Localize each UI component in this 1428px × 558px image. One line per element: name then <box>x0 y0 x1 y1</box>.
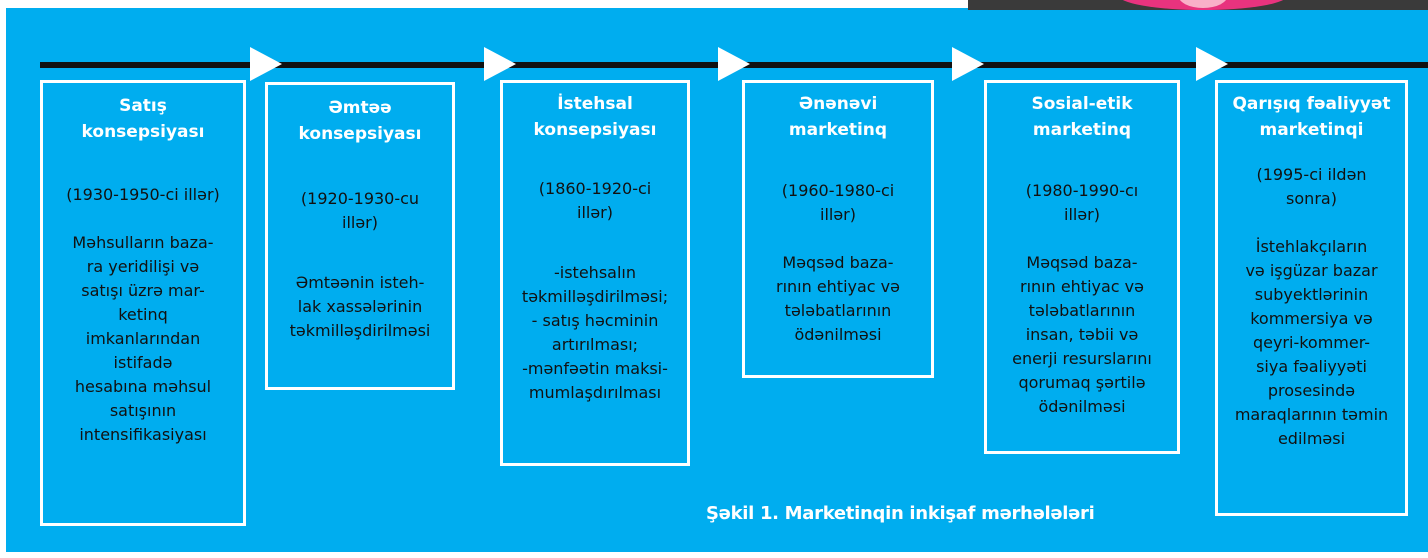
stage-period-line: sonra) <box>1286 189 1337 208</box>
stage-description-line: Əmtəənin isteh- <box>295 273 425 292</box>
stage-description-line: təkmilləşdirilməsi; <box>521 287 669 306</box>
stage-description-line: insan, təbii və <box>1025 325 1139 344</box>
stage-period-line: illər) <box>342 213 378 232</box>
stage-box: Əmtəə konsepsiyası (1920-1930-cu illər) Əmtə… <box>265 82 455 390</box>
stage-title-line: konsepsiyası <box>298 124 422 144</box>
timeline-arrow <box>250 47 282 81</box>
stage-description-line: kommersiya və <box>1250 309 1373 328</box>
stage-title: Əmtəə konsepsiyası <box>276 95 444 147</box>
stage-box: Qarışıq fəaliyyət marketinqi (1995-ci ildə… <box>1215 80 1408 516</box>
stage-description-line: İstehlakçıların <box>1255 237 1368 256</box>
stage-description-line: və işgüzar bazar <box>1245 261 1378 280</box>
stage-description-line: Məqsəd baza- <box>1026 253 1138 272</box>
stage-period-line: (1980-1990-cı <box>1025 181 1139 200</box>
stage-description-line: satışının <box>109 401 177 420</box>
timeline-arrow <box>484 47 516 81</box>
stage-description-line: intensifikasiyası <box>79 425 207 444</box>
stage-description-line: istifadə <box>113 353 173 372</box>
spacer <box>53 207 233 231</box>
spacer <box>1228 211 1395 235</box>
stage-body: (1995-ci ildən sonra) İstehlakçıların və iş… <box>1228 163 1395 451</box>
stage-description-line: tələbatlarının <box>1028 301 1136 320</box>
stage-period-line: illər) <box>820 205 856 224</box>
stage-description-line: -istehsalın <box>554 263 636 282</box>
stage-body: (1860-1920-ci illər) -istehsalın təkmilləşd… <box>513 177 677 405</box>
stage-description-line: prosesində <box>1267 381 1356 400</box>
stage-title-line: Sosial-etik <box>1031 94 1133 114</box>
stage-title: Ənənəvi marketinq <box>753 91 923 143</box>
stage-description-line: artırılması; <box>551 335 639 354</box>
stage-description-line: rının ehtiyac və <box>775 277 900 296</box>
stage-description-line: siya fəaliyyəti <box>1256 357 1367 376</box>
stage-box: Satış konsepsiyası (1930-1950-ci illər) Məh… <box>40 80 246 526</box>
stage-title-line: Əmtəə <box>328 98 392 118</box>
stage-description-line: enerji resurslarını <box>1012 349 1152 368</box>
stage-period-line: (1930-1950-ci illər) <box>66 185 220 204</box>
stage-title-line: marketinq <box>788 120 888 140</box>
stage-box: İstehsal konsepsiyası (1860-1920-ci illər) -… <box>500 80 690 466</box>
stage-description-line: hesabına məhsul <box>74 377 212 396</box>
stage-description-line: təkmilləşdirilməsi <box>289 321 431 340</box>
stage-title: Sosial-etik marketinq <box>995 91 1169 143</box>
stage-description-line: satışı üzrə mar- <box>81 281 205 300</box>
stage-description-line: ketinq <box>118 305 168 324</box>
stage-description-line: Məhsulların baza- <box>72 233 214 252</box>
stage-body: (1980-1990-cı illər) Məqsəd baza-rının eht… <box>997 179 1167 419</box>
stage-title-line: konsepsiyası <box>81 122 205 142</box>
timeline-arrow <box>952 47 984 81</box>
stage-description-line: - satış həcminin <box>531 311 659 330</box>
stage-period-line: (1995-ci ildən <box>1256 165 1367 184</box>
stage-title-line: Satış <box>119 96 167 116</box>
stage-description-line: edilməsi <box>1277 429 1346 448</box>
spacer <box>997 227 1167 251</box>
stage-description-line: maraqlarının təmin <box>1234 405 1389 424</box>
stage-description-line: ödənilməsi <box>794 325 882 344</box>
stage-description-line: qorumaq şərtilə <box>1018 373 1146 392</box>
stage-title-line: konsepsiyası <box>533 120 657 140</box>
stage-period-line: (1960-1980-ci <box>781 181 895 200</box>
stage-description-line: imkanlarından <box>85 329 201 348</box>
stage-description-line: mumlaşdırılması <box>528 383 662 402</box>
stage-description-line: rının ehtiyac və <box>1019 277 1144 296</box>
stage-description-line: Məqsəd baza- <box>782 253 894 272</box>
stage-title-line: İstehsal <box>557 94 633 114</box>
stage-box: Ənənəvi marketinq (1960-1980-ci illər) Məqsə… <box>742 80 934 378</box>
stage-title-line: Qarışıq fəaliyyət <box>1232 94 1391 114</box>
corner-photo-fragment <box>968 0 1428 10</box>
spacer <box>755 227 921 251</box>
stage-period-line: (1920-1930-cu <box>300 189 420 208</box>
stage-period-line: illər) <box>577 203 613 222</box>
stage-period-line: illər) <box>1064 205 1100 224</box>
stage-body: (1960-1980-ci illər) Məqsəd baza-rının eht… <box>755 179 921 347</box>
stage-description-line: ödənilməsi <box>1038 397 1126 416</box>
stage-title-line: marketinqi <box>1259 120 1364 140</box>
timeline-arrow <box>718 47 750 81</box>
stage-description-line: tələbatlarının <box>784 301 892 320</box>
stage-body: (1920-1930-cu illər) Əmtəənin isteh-lak xa… <box>278 187 442 343</box>
timeline-arrow <box>1196 47 1228 81</box>
stage-body: (1930-1950-ci illər) Məhsulların baza-ra … <box>53 183 233 447</box>
stage-description-line: ra yeridilişi və <box>86 257 200 276</box>
stage-description-line: -mənfəətin maksi- <box>522 359 668 378</box>
stage-title-line: marketinq <box>1032 120 1132 140</box>
stage-description-line: subyektlərinin <box>1254 285 1369 304</box>
stage-title: İstehsal konsepsiyası <box>511 91 679 143</box>
stage-title-line: Ənənəvi <box>798 94 878 114</box>
spacer <box>278 235 442 271</box>
stage-period-line: (1860-1920-ci <box>538 179 652 198</box>
stage-description-line: qeyri-kommer- <box>1252 333 1371 352</box>
spacer <box>513 225 677 261</box>
stage-title: Satış konsepsiyası <box>51 93 235 145</box>
stage-description-line: lak xassələrinin <box>297 297 423 316</box>
stage-title: Qarışıq fəaliyyət marketinqi <box>1226 91 1397 143</box>
stage-box: Sosial-etik marketinq (1980-1990-cı illər) M… <box>984 80 1180 454</box>
figure-caption: Şəkil 1. Marketinqin inkişaf mərhələləri <box>706 503 1095 524</box>
